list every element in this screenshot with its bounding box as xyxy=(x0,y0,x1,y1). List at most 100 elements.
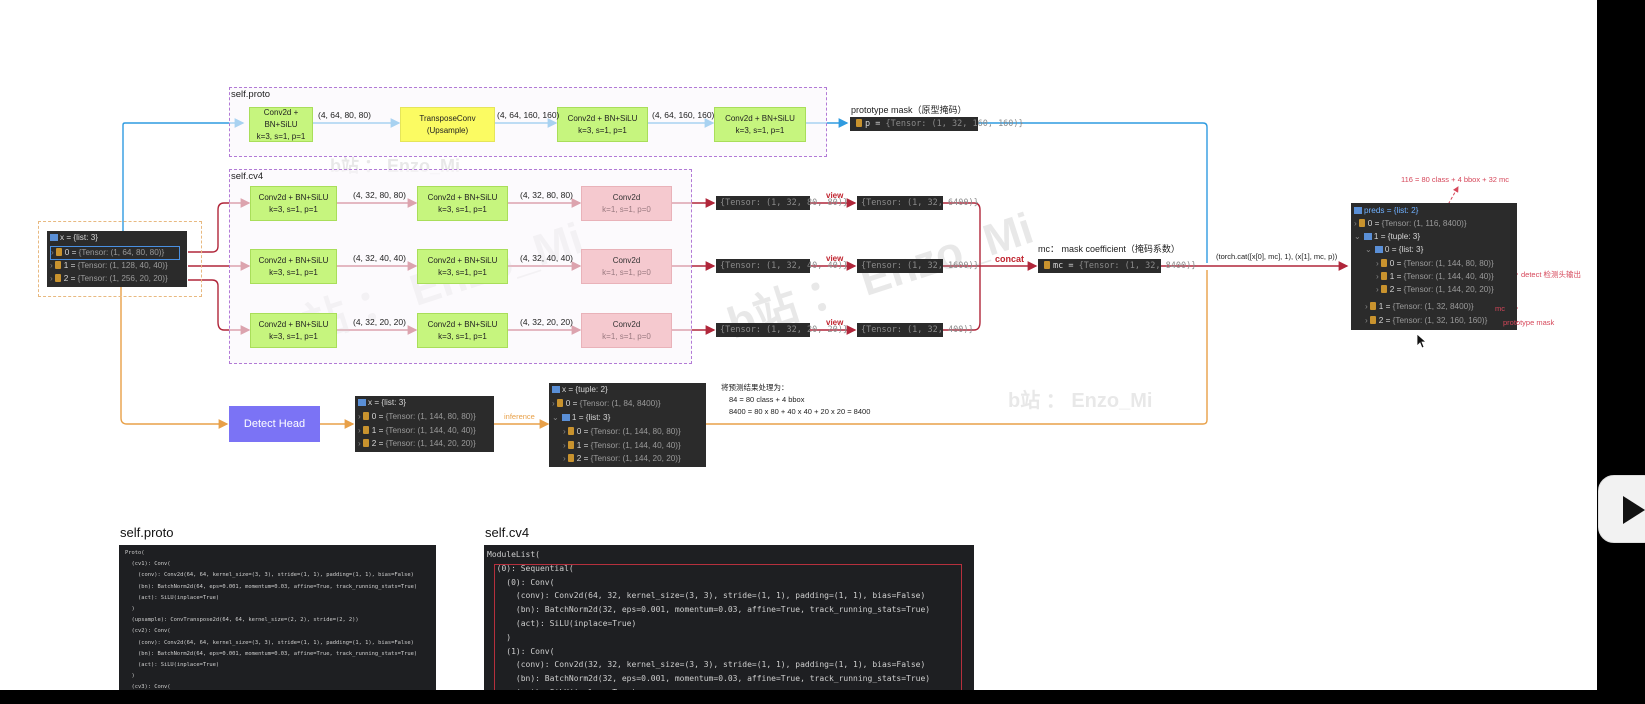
variable-icon xyxy=(567,454,574,462)
item-key: 0 xyxy=(371,412,377,421)
variable-icon xyxy=(1358,219,1365,227)
block-params: k=3, s=1, p=1 xyxy=(438,267,487,277)
prototype-mask-annotation: prototype mask xyxy=(1503,318,1555,327)
item-key: 2 xyxy=(1389,285,1395,294)
list-icon xyxy=(50,234,58,241)
block-title: Conv2d + BN+SiLU xyxy=(427,255,498,265)
cv4-shape-label: (4, 32, 20, 20) xyxy=(520,317,573,327)
diagram-canvas: b站 ： Enzo_Mi b站 ： Enzo_Mi b站 ： Enzo_Mi b… xyxy=(0,0,1597,704)
preds-panel: preds = {list: 2} ›0 = {Tensor: (1, 116,… xyxy=(1351,203,1517,330)
block-params: (Upsample) xyxy=(426,125,469,135)
expand-arrow-icon[interactable]: › xyxy=(50,261,53,270)
item-value: {Tensor: (1, 144, 80, 80)} xyxy=(590,427,681,436)
expand-arrow-icon[interactable]: › xyxy=(1354,219,1357,228)
proto-conv2-block: Conv2d + BN+SiLU k=3, s=1, p=1 xyxy=(557,107,648,142)
block-params: k=3, s=1, p=1 xyxy=(735,125,785,135)
item-value: {Tensor: (1, 84, 8400)} xyxy=(579,399,661,408)
variable-icon xyxy=(362,426,369,434)
expand-arrow-icon[interactable]: › xyxy=(358,439,361,448)
pred-note-line: 84 = 80 class + 4 bbox xyxy=(729,395,805,404)
output-size-annotation: 116 = 80 class + 4 bbox + 32 mc xyxy=(1401,175,1510,184)
item-value: {Tensor: (1, 32, 160, 160)} xyxy=(1392,316,1488,325)
detect-head-block: Detect Head xyxy=(229,406,320,442)
block-params: k=3, s=1, p=1 xyxy=(269,204,318,214)
item-value: {Tensor: (1, 144, 40, 40)} xyxy=(590,441,681,450)
cv4-row1-tensor: {Tensor: (1, 32, 40, 40)} xyxy=(716,259,848,273)
expand-arrow-icon[interactable]: › xyxy=(358,412,361,421)
block-title: Conv2d xyxy=(612,192,641,202)
cv4-row2-tensor: {Tensor: (1, 32, 20, 20)} xyxy=(716,323,848,337)
collapse-arrow-icon[interactable]: ⌄ xyxy=(1365,245,1372,254)
item-key: 2 xyxy=(576,454,582,463)
expand-arrow-icon[interactable]: › xyxy=(563,427,566,436)
var-header: x = {list: 3} xyxy=(368,398,407,407)
variable-icon xyxy=(856,119,862,127)
expand-arrow-icon[interactable]: › xyxy=(1365,302,1368,311)
var-header: preds = {list: 2} xyxy=(1364,206,1419,215)
prototype-mask-var: p = {Tensor: (1, 32, 160, 160)} xyxy=(850,117,1024,131)
item-value: {Tensor: (1, 144, 80, 80)} xyxy=(385,412,476,421)
var-value: {Tensor: (1, 32, 160, 160)} xyxy=(885,119,1024,129)
expand-arrow-icon[interactable]: › xyxy=(1376,259,1379,268)
expand-arrow-icon[interactable]: › xyxy=(563,441,566,450)
item-value: {Tensor: (1, 64, 80, 80)} xyxy=(78,248,165,257)
expand-arrow-icon[interactable]: › xyxy=(1376,272,1379,281)
detect-out-panel: x = {list: 3} ›0 = {Tensor: (1, 144, 80,… xyxy=(355,396,494,452)
list-icon xyxy=(561,414,570,421)
block-title: Conv2d + BN+SiLU xyxy=(725,113,795,123)
pred-note-line: 8400 = 80 x 80 + 40 x 40 + 20 x 20 = 840… xyxy=(729,407,871,416)
var-header: x = {list: 3} xyxy=(60,233,99,242)
item-key: 0 xyxy=(64,248,70,257)
expand-arrow-icon[interactable]: › xyxy=(50,274,53,283)
sub-header: 1 = {list: 3} xyxy=(571,413,611,422)
cv4-shape-label: (4, 32, 40, 40) xyxy=(353,253,406,263)
block-params: k=1, s=1, p=0 xyxy=(602,267,651,277)
expand-arrow-icon[interactable]: › xyxy=(1376,285,1379,294)
variable-icon xyxy=(1044,261,1050,269)
list-icon xyxy=(1363,233,1372,240)
variable-icon xyxy=(1380,272,1387,280)
cv4-shape-label: (4, 32, 80, 80) xyxy=(353,190,406,200)
proto-code-panel: Proto( (cv1): Conv( (conv): Conv2d(64, 6… xyxy=(119,545,436,695)
mc-title: mc： mask coefficient（掩码系数） xyxy=(1038,244,1180,254)
variable-icon xyxy=(1369,316,1376,324)
block-params: k=3, s=1, p=1 xyxy=(269,267,318,277)
item-value: {Tensor: (1, 144, 20, 20)} xyxy=(590,454,681,463)
item-value: {Tensor: (1, 256, 20, 20)} xyxy=(77,274,168,283)
expand-arrow-icon[interactable]: › xyxy=(358,426,361,435)
view-label: view xyxy=(826,318,844,327)
bottom-edge xyxy=(0,690,1645,704)
item-key: 1 xyxy=(371,426,377,435)
detect-head-label: Detect Head xyxy=(243,418,306,430)
block-params: k=3, s=1, p=1 xyxy=(438,331,487,341)
collapse-arrow-icon[interactable]: ⌄ xyxy=(552,413,559,422)
variable-icon xyxy=(362,439,369,447)
cv4-shape-label: (4, 32, 80, 80) xyxy=(520,190,573,200)
expand-arrow-icon[interactable]: › xyxy=(1365,316,1368,325)
variable-icon xyxy=(1380,259,1387,267)
block-title: Conv2d xyxy=(612,319,641,329)
proto-conv3-block: Conv2d + BN+SiLU k=3, s=1, p=1 xyxy=(714,107,806,142)
item-value: {Tensor: (1, 144, 40, 40)} xyxy=(385,426,476,435)
expand-arrow-icon[interactable]: › xyxy=(563,454,566,463)
cv4-row1-conv2-block: Conv2d + BN+SiLU k=3, s=1, p=1 xyxy=(417,249,508,284)
expand-arrow-icon[interactable]: › xyxy=(552,399,555,408)
variable-icon xyxy=(556,399,563,407)
pred-note-line: 将预测结果处理为： xyxy=(721,383,789,392)
variable-icon xyxy=(567,427,574,435)
item-key: 1 xyxy=(576,441,582,450)
variable-icon xyxy=(1380,285,1387,293)
collapse-arrow-icon[interactable]: ⌄ xyxy=(1354,232,1361,241)
item-value: {Tensor: (1, 144, 80, 80)} xyxy=(1403,259,1494,268)
block-params: k=3, s=1, p=1 xyxy=(438,204,487,214)
block-params: k=3, s=1, p=1 xyxy=(578,125,627,135)
expand-arrow-icon[interactable]: › xyxy=(51,248,54,257)
list-icon xyxy=(1374,246,1383,253)
play-button[interactable] xyxy=(1598,475,1645,543)
cv4-shape-label: (4, 32, 40, 40) xyxy=(520,253,573,263)
item-key: 0 xyxy=(1389,259,1395,268)
item-value: {Tensor: (1, 144, 20, 20)} xyxy=(385,439,476,448)
